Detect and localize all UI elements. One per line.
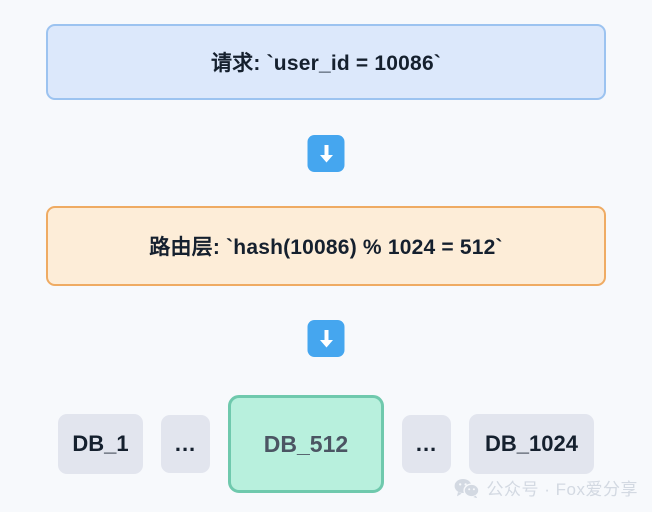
shard-row: DB_1 ... DB_512 ... DB_1024 — [0, 394, 652, 494]
shard-node-db-1: DB_1 — [58, 414, 143, 474]
shard-ellipsis-label: ... — [415, 431, 438, 456]
router-node-label: 路由层: `hash(10086) % 1024 = 512` — [149, 236, 503, 259]
shard-node-label: DB_512 — [263, 430, 349, 457]
wechat-icon — [454, 478, 480, 498]
shard-node-label: DB_1 — [72, 431, 129, 456]
watermark: 公众号 · Fox爱分享 — [454, 475, 638, 500]
request-node: 请求: `user_id = 10086` — [46, 24, 606, 100]
request-node-label: 请求: `user_id = 10086` — [210, 52, 442, 75]
shard-ellipsis-left: ... — [161, 415, 210, 473]
shard-node-db-512-active: DB_512 — [228, 395, 384, 493]
shard-node-label: DB_1024 — [485, 431, 578, 456]
router-node: 路由层: `hash(10086) % 1024 = 512` — [46, 206, 606, 286]
shard-node-db-1024: DB_1024 — [469, 414, 594, 474]
shard-ellipsis-right: ... — [402, 415, 451, 473]
arrow-down-icon — [307, 320, 345, 357]
arrow-down-icon — [307, 135, 345, 172]
watermark-text: 公众号 · Fox爱分享 — [486, 480, 638, 499]
shard-ellipsis-label: ... — [174, 431, 197, 456]
